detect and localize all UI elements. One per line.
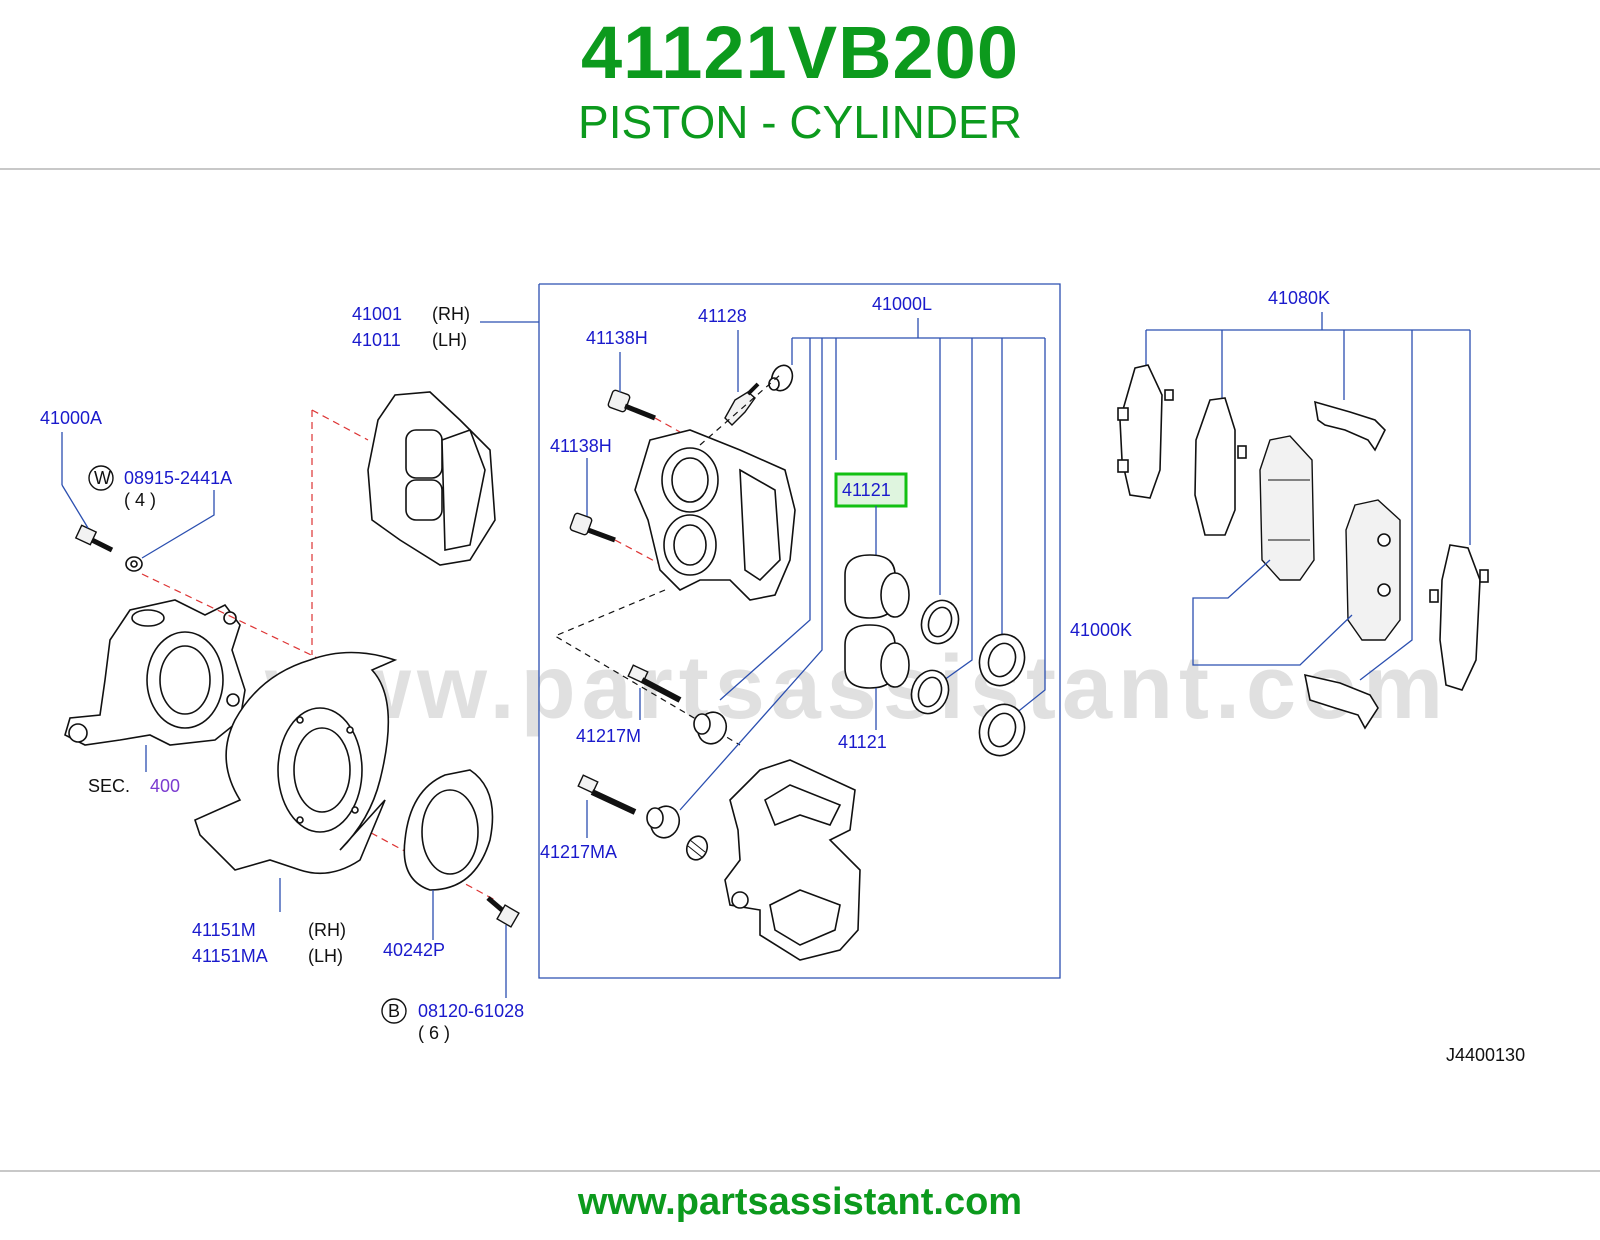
- label-41000a: 41000A: [40, 408, 102, 428]
- label-41217m: 41217M: [576, 726, 641, 746]
- label-sec-400: 400: [150, 776, 180, 796]
- pin-spring: [685, 835, 709, 861]
- guide-pin-41217m: [627, 664, 682, 703]
- caliper-housing: [634, 429, 796, 601]
- label-41151m: 41151M: [192, 920, 256, 940]
- washer-08915: [125, 556, 143, 572]
- label-40242p: 40242P: [383, 940, 445, 960]
- guide-pin-41217ma: [577, 774, 637, 815]
- header: 41121VB200 PISTON - CYLINDER: [0, 0, 1600, 168]
- leader-41000k-b: [1192, 614, 1353, 666]
- label-qty-4: ( 4 ): [124, 490, 156, 510]
- label-41151ma: 41151MA: [192, 946, 268, 966]
- bolt-41138h-top: [607, 389, 656, 421]
- highlight-box-41121: [834, 472, 908, 508]
- label-41011-side: (LH): [432, 330, 467, 350]
- label-41138h-lower: 41138H: [550, 436, 612, 456]
- dust-shield-41151m: [194, 651, 398, 875]
- footer-divider: [0, 1170, 1600, 1172]
- label-41001-side: (RH): [432, 304, 470, 324]
- pad-shim-right: [1429, 544, 1489, 691]
- label-41000k: 41000K: [1070, 620, 1132, 640]
- bolt-41000a: [74, 524, 114, 553]
- bolt-41138h-lower: [569, 512, 616, 543]
- pad-shim-left: [1117, 364, 1174, 499]
- label-08120-61028: 08120-61028: [418, 1001, 524, 1021]
- leader-41000k-a: [1192, 559, 1271, 630]
- footer-website-link[interactable]: www.partsassistant.com: [577, 1181, 1023, 1223]
- label-41128: 41128: [698, 306, 747, 326]
- steering-knuckle: [64, 599, 246, 746]
- label-41001: 41001: [352, 304, 402, 324]
- bolt-08120: [486, 896, 520, 928]
- piston-upper: [844, 554, 910, 619]
- anti-rattle-clip-lower: [1303, 673, 1379, 730]
- drawing-code: J4400130: [1446, 1045, 1525, 1065]
- label-08915-2441a: 08915-2441A: [124, 468, 232, 488]
- pad-shim-mid: [1194, 397, 1247, 536]
- leader-08915: [141, 490, 215, 559]
- w-symbol-circle: [88, 465, 114, 491]
- label-41011: 41011: [352, 330, 401, 350]
- label-41080k: 41080K: [1268, 288, 1330, 308]
- label-41121-highlighted: 41121: [842, 480, 891, 500]
- label-41151m-side: (RH): [308, 920, 346, 940]
- label-41217ma: 41217MA: [540, 842, 617, 862]
- label-41151ma-side: (LH): [308, 946, 343, 966]
- label-41121: 41121: [838, 732, 887, 752]
- part-name-subtitle: PISTON - CYLINDER: [578, 96, 1022, 148]
- bleeder-screw-41128: [724, 382, 760, 426]
- bleeder-cap: [768, 364, 794, 392]
- label-41138h-top: 41138H: [586, 328, 648, 348]
- caliper-assembly-frame: [538, 283, 1061, 979]
- b-symbol: B: [388, 1001, 400, 1021]
- label-41000l: 41000L: [872, 294, 932, 314]
- b-symbol-circle: [381, 998, 407, 1024]
- brake-pad-outer: [1345, 499, 1401, 641]
- piston-lower: [844, 624, 910, 689]
- gasket-40242p: [403, 769, 494, 891]
- caliper-body-41001: [367, 391, 496, 566]
- pin-boot-lower: [646, 805, 681, 839]
- header-divider: [0, 168, 1600, 170]
- label-sec: SEC.: [88, 776, 130, 796]
- w-symbol: W: [94, 468, 111, 488]
- anti-rattle-clip-upper: [1314, 400, 1386, 452]
- brake-pad-inner: [1259, 435, 1315, 581]
- caliper-bracket: [724, 759, 861, 961]
- label-qty-6: ( 6 ): [418, 1023, 450, 1043]
- pin-boot-upper: [693, 711, 728, 745]
- part-number-title: 41121VB200: [581, 11, 1019, 94]
